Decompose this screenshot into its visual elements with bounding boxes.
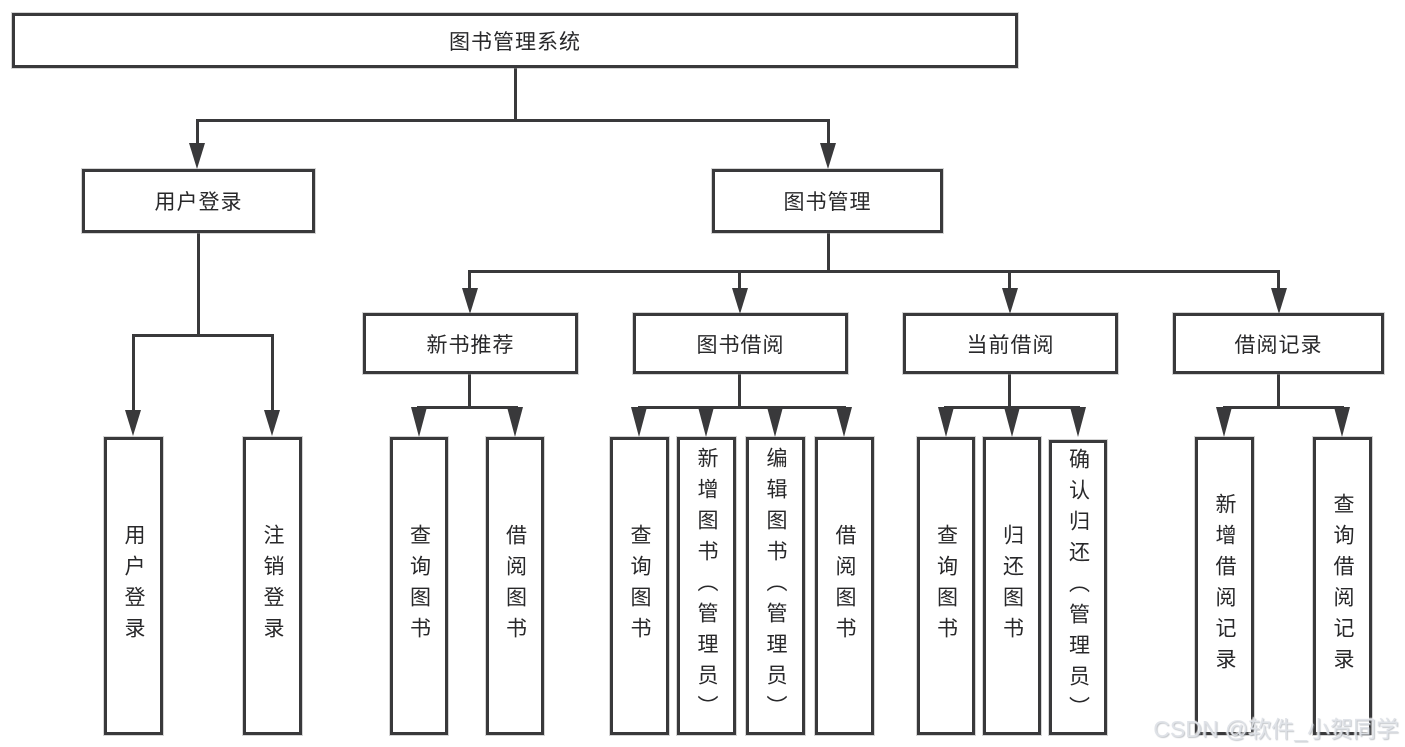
connector-to-book-borrowing (738, 270, 741, 290)
node-label: 新书推荐 (426, 333, 515, 357)
node-label: 查询图书 (934, 524, 958, 648)
node-label: 借阅记录 (1234, 333, 1323, 357)
node-book-borrowing: 图书借阅 (633, 313, 848, 374)
leaf-cb-confirm-return-admin: 确认归还（管理员） (1049, 440, 1107, 735)
node-label: 图书管理系统 (449, 30, 581, 54)
node-label: 查询借阅记录 (1331, 493, 1354, 679)
arrow-down-icon (411, 407, 427, 437)
connector-user-login-drop (197, 231, 200, 336)
connector-book-borrowing-drop (738, 372, 741, 408)
node-current-borrowing: 当前借阅 (903, 313, 1118, 374)
leaf-nb-borrow-books: 借阅图书 (486, 437, 544, 735)
connector-to-book-management (827, 119, 830, 146)
connector-to-new-book-recommend (468, 270, 471, 290)
arrow-down-icon (507, 407, 523, 437)
connector-new-book-recommend-drop (468, 372, 471, 408)
connector-borrowing-records-rail (1223, 406, 1344, 409)
leaf-bb-borrow-books: 借阅图书 (815, 437, 874, 735)
leaf-bb-query-books: 查询图书 (610, 437, 669, 735)
node-label: 借阅图书 (833, 524, 856, 648)
leaf-br-query-record: 查询借阅记录 (1313, 437, 1372, 735)
leaf-br-add-record: 新增借阅记录 (1195, 437, 1254, 735)
node-book-management: 图书管理 (712, 169, 943, 233)
node-label: 新增借阅记录 (1213, 493, 1236, 679)
arrow-down-icon (631, 407, 647, 437)
arrow-down-icon (1216, 407, 1232, 437)
arrow-down-icon (732, 288, 748, 314)
node-label: 图书借阅 (696, 333, 785, 357)
connector-to-leaf-user-login (132, 334, 135, 412)
arrow-down-icon (1271, 288, 1287, 314)
leaf-nb-query-books: 查询图书 (390, 437, 448, 735)
node-borrowing-records: 借阅记录 (1173, 313, 1384, 374)
arrow-down-icon (836, 407, 852, 437)
leaf-cb-return-books: 归还图书 (983, 437, 1041, 735)
node-label: 注销登录 (261, 524, 284, 648)
arrow-down-icon (1002, 288, 1018, 314)
node-label: 图书管理 (783, 191, 872, 214)
node-label: 用户登录 (122, 524, 145, 648)
node-user-login: 用户登录 (82, 169, 315, 233)
node-label: 当前借阅 (966, 333, 1055, 357)
connector-to-user-login (196, 119, 199, 146)
node-label: 借阅图书 (503, 524, 527, 648)
connector-level3-rail (468, 270, 1280, 273)
leaf-user-login: 用户登录 (104, 437, 163, 735)
leaf-bb-add-books-admin: 新增图书（管理员） (677, 437, 736, 735)
leaf-bb-edit-books-admin: 编辑图书（管理员） (746, 437, 805, 735)
connector-book-borrowing-rail (638, 406, 846, 409)
leaf-cb-query-books: 查询图书 (917, 437, 975, 735)
arrow-down-icon (189, 143, 205, 169)
node-root-book-management-system: 图书管理系统 (12, 13, 1018, 68)
node-label: 确认归还（管理员） (1066, 448, 1090, 727)
arrow-down-icon (1004, 407, 1020, 437)
connector-to-borrowing-records (1277, 270, 1280, 290)
connector-to-current-borrowing (1008, 270, 1011, 290)
node-label: 归还图书 (1000, 524, 1024, 648)
arrow-down-icon (1070, 407, 1086, 437)
arrow-down-icon (767, 407, 783, 437)
leaf-logout: 注销登录 (243, 437, 302, 735)
node-label: 查询图书 (628, 524, 651, 648)
connector-to-leaf-logout (271, 334, 274, 412)
node-label: 用户登录 (154, 191, 243, 214)
connector-borrowing-records-drop (1277, 372, 1280, 408)
arrow-down-icon (264, 410, 280, 436)
connector-level2-rail (196, 119, 830, 122)
connector-root-drop (514, 66, 517, 121)
connector-book-management-drop (827, 231, 830, 272)
watermark: CSDN @软件_小贺同学 (1153, 716, 1399, 742)
arrow-down-icon (1334, 407, 1350, 437)
node-label: 新增图书（管理员） (695, 446, 718, 726)
arrow-down-icon (462, 288, 478, 314)
node-label: 查询图书 (407, 524, 431, 648)
node-label: 编辑图书（管理员） (764, 446, 787, 726)
arrow-down-icon (820, 143, 836, 169)
arrow-down-icon (125, 410, 141, 436)
connector-current-borrowing-drop (1008, 372, 1011, 408)
connector-user-login-rail (132, 334, 274, 337)
connector-new-book-rail (417, 406, 518, 409)
arrow-down-icon (938, 407, 954, 437)
node-new-book-recommend: 新书推荐 (363, 313, 578, 374)
arrow-down-icon (698, 407, 714, 437)
